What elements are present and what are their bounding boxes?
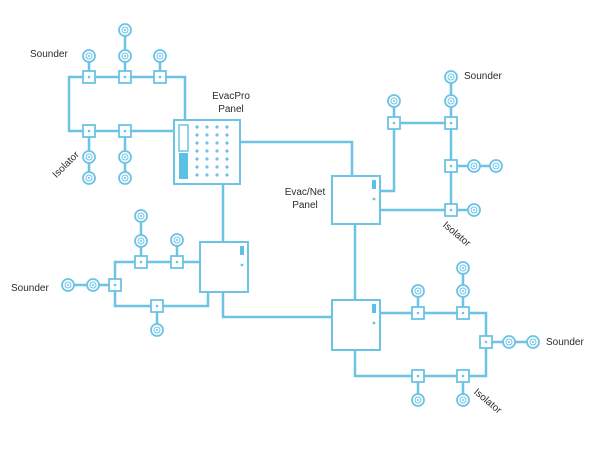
evacnet-panel[interactable]	[331, 175, 381, 225]
wire-bottom-left-stubs	[68, 216, 179, 330]
evacnet-panel-label: Evac/Net Panel	[280, 186, 330, 212]
evacpro-label-line1: EvacPro	[212, 91, 250, 102]
isolators	[82, 70, 493, 383]
wire-bottom-right-stubs	[416, 268, 533, 400]
isolator-dots	[87, 75, 488, 378]
wire-panel2-to-panel3	[221, 292, 332, 319]
evacpro-panel-label: EvacPro Panel	[203, 90, 259, 116]
evacpro-indicator-dots	[195, 125, 229, 177]
label-sounder-top-left: Sounder	[30, 49, 68, 60]
label-sounder-left: Sounder	[11, 283, 49, 294]
sub-panel-left[interactable]	[199, 241, 249, 293]
wire-bottom-right-loop	[353, 311, 488, 378]
sub-panel-right[interactable]	[331, 299, 381, 351]
label-sounder-top-right: Sounder	[464, 71, 502, 82]
wiring	[67, 30, 533, 400]
evacnet-label-line1: Evac/Net	[284, 187, 326, 198]
evacpro-label-line2: Panel	[218, 104, 244, 115]
label-sounder-right: Sounder	[546, 337, 584, 348]
sounders	[61, 23, 540, 407]
wire-top-left-loop	[67, 75, 187, 133]
evacpro-panel[interactable]	[173, 119, 241, 185]
evacnet-label-line2: Panel	[292, 200, 318, 211]
wire-evacpro-to-evacnet	[240, 140, 354, 176]
wire-evacnet-stubs	[392, 77, 496, 212]
wire-top-left-stubs	[87, 30, 162, 178]
wire-evacnet-loop	[380, 121, 453, 212]
